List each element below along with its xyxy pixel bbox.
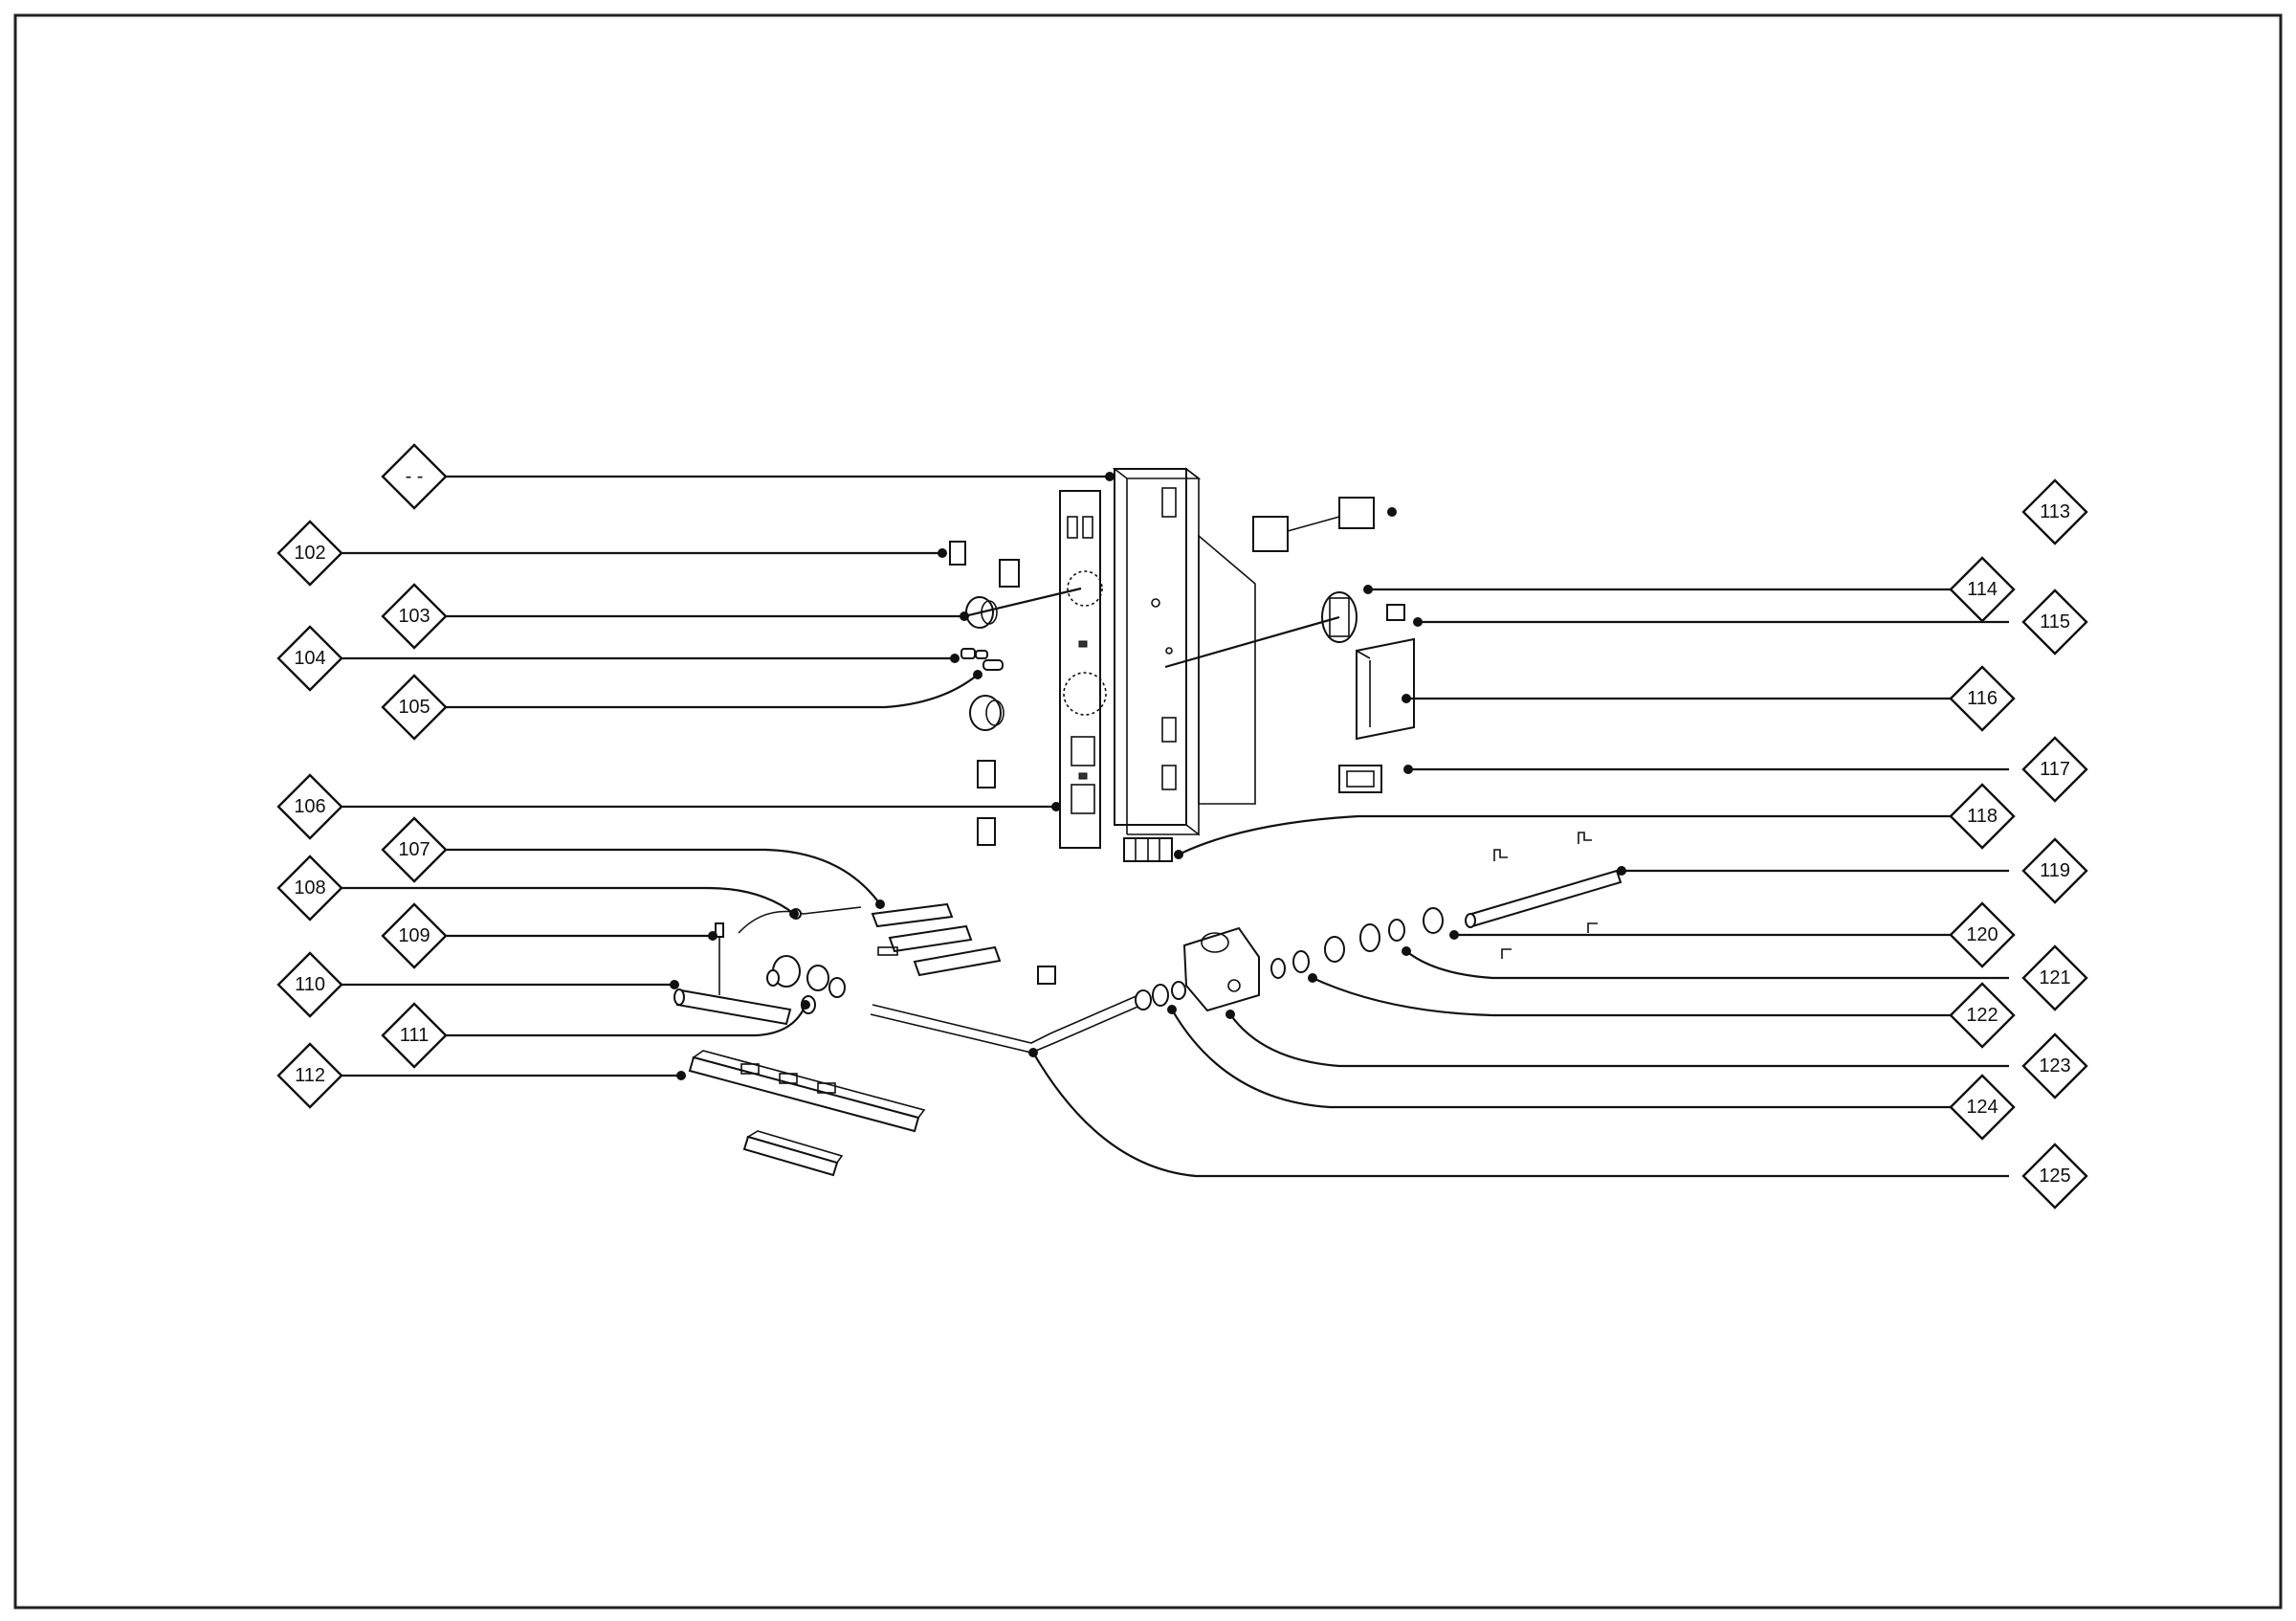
- tube-119: [1465, 869, 1623, 928]
- callout-108: 108: [276, 855, 343, 922]
- switch-lower-1: [977, 760, 996, 788]
- mounting-bracket-lower: [742, 1130, 844, 1177]
- relay-top: [1252, 497, 1375, 552]
- transformer-117: [1338, 765, 1382, 793]
- leader-122: [1312, 977, 1952, 1017]
- callout-label: 117: [2040, 759, 2070, 780]
- fittings-row: [1270, 907, 1444, 979]
- thermocouple-108: [738, 906, 862, 934]
- callout-label: 116: [1967, 688, 1998, 709]
- callout-111: 111: [381, 1002, 448, 1069]
- switch-lower-2: [977, 817, 996, 846]
- leader-118: [1178, 814, 1952, 855]
- callout-123: 123: [2021, 1033, 2088, 1099]
- callout-113: 113: [2021, 478, 2088, 545]
- callout-label: 115: [2040, 611, 2070, 633]
- callout-112: 112: [276, 1042, 343, 1109]
- leader-dots: [670, 472, 1626, 1080]
- callout-label: 104: [294, 648, 325, 669]
- gas-valve-123: [1182, 926, 1260, 1012]
- leader-114b: [1164, 615, 1340, 669]
- leader-105: [445, 674, 979, 709]
- callout-109: 109: [381, 902, 448, 969]
- control-panel-plate: [1059, 490, 1107, 849]
- callout-label: 107: [398, 839, 430, 860]
- callout-label: 113: [2040, 501, 2070, 522]
- callout-107: 107: [381, 816, 448, 883]
- callout-label: 108: [294, 877, 325, 899]
- callout-label: 124: [1966, 1097, 1998, 1118]
- leader-111: [445, 1004, 807, 1037]
- brackets-right: [1493, 832, 1598, 959]
- callout-label: 118: [1967, 806, 1998, 827]
- callout-label: 121: [2039, 967, 2070, 988]
- callout-label: 106: [294, 796, 325, 817]
- lamp-104: [960, 648, 988, 659]
- leader-108: [340, 886, 795, 915]
- callout-label: - -: [406, 466, 424, 487]
- callout-label: 102: [294, 543, 325, 564]
- callout-120: 120: [1949, 901, 2016, 968]
- callout-119: 119: [2021, 837, 2088, 904]
- callout-label: 110: [295, 974, 325, 995]
- callout-label: 112: [295, 1065, 325, 1086]
- callout-label: 123: [2039, 1055, 2070, 1077]
- switch-102: [949, 541, 966, 566]
- callout-125: 125: [2021, 1143, 2088, 1210]
- callout-label: 103: [398, 606, 430, 627]
- terminal-block-118: [1123, 837, 1173, 862]
- control-panel-housing: [1112, 467, 1256, 836]
- gas-pipe-125: [870, 994, 1143, 1054]
- knob-lower: [969, 695, 1004, 731]
- drawing-border: [13, 13, 2283, 1610]
- callout-114: 114: [1949, 556, 2016, 623]
- callout-label: 105: [398, 697, 430, 718]
- callout-blank: - -: [381, 443, 448, 510]
- fitting-124: [1135, 981, 1186, 1010]
- leader-125: [1032, 1052, 2009, 1178]
- callout-label: 122: [1966, 1005, 1998, 1026]
- switch-upper-right: [999, 559, 1020, 588]
- leader-121: [1405, 950, 2009, 980]
- callout-121: 121: [2021, 944, 2088, 1011]
- terminal-115: [1386, 604, 1405, 621]
- leader-123: [1229, 1013, 2009, 1068]
- callout-label: 111: [400, 1025, 429, 1046]
- callout-115: 115: [2021, 588, 2088, 655]
- callout-102: 102: [276, 520, 343, 587]
- callout-105: 105: [381, 674, 448, 741]
- callout-124: 124: [1949, 1074, 2016, 1141]
- callout-label: 109: [398, 925, 430, 946]
- callout-122: 122: [1949, 982, 2016, 1049]
- electrode-109: [715, 922, 724, 995]
- callout-label: 114: [1967, 579, 1998, 600]
- ignition-parts-107: [871, 902, 1056, 985]
- control-board-116: [1356, 637, 1415, 741]
- lamp-105: [982, 659, 1004, 671]
- leader-124: [1171, 1009, 1952, 1109]
- parts-group: [673, 467, 1623, 1177]
- callout-118: 118: [1949, 783, 2016, 850]
- callout-103: 103: [381, 583, 448, 650]
- callout-104: 104: [276, 625, 343, 692]
- callout-label: 120: [1966, 924, 1998, 945]
- callout-106: 106: [276, 773, 343, 840]
- burner-110: [673, 988, 792, 1026]
- callout-117: 117: [2021, 736, 2088, 803]
- callout-label: 119: [2040, 860, 2070, 881]
- callout-110: 110: [276, 951, 343, 1018]
- callout-116: 116: [1949, 665, 2016, 732]
- mounting-bracket-112: [688, 1050, 926, 1133]
- callout-label: 125: [2039, 1166, 2070, 1187]
- leader-107: [445, 848, 881, 905]
